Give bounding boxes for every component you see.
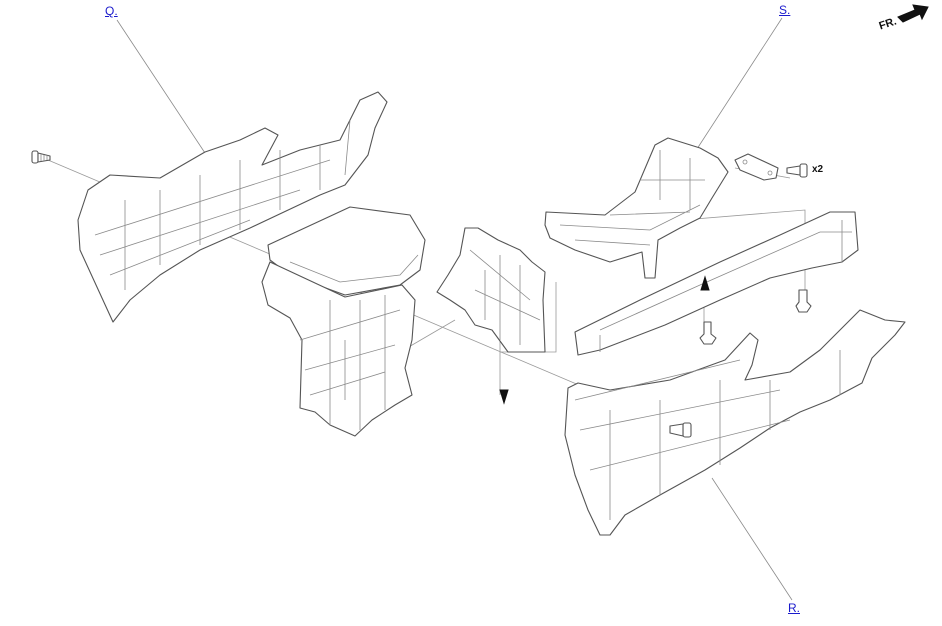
callout-s-link[interactable]: S. — [779, 3, 791, 17]
console-armrest-box — [261, 206, 426, 437]
rear-air-duct — [574, 211, 859, 356]
tray-clip-bracket — [734, 153, 779, 181]
mounting-bracket — [436, 227, 546, 353]
duct-clip-left-icon — [699, 321, 717, 345]
install-direction-up-icon — [700, 275, 710, 291]
screw-left-icon — [31, 150, 51, 164]
fastener-quantity-label: x2 — [812, 164, 824, 175]
side-panel-right — [564, 309, 906, 536]
front-direction-arrow-icon — [897, 4, 929, 23]
leader-lines — [116, 17, 793, 601]
install-direction-down-icon — [499, 389, 509, 405]
screw-pair-icon — [786, 163, 808, 178]
screw-right-icon — [669, 422, 692, 438]
callout-r-link[interactable]: R. — [788, 601, 800, 615]
console-rear-tray — [544, 137, 729, 279]
duct-clip-right-icon — [795, 289, 812, 313]
callout-q-link[interactable]: Q. — [105, 4, 118, 18]
side-panel-left — [77, 91, 388, 323]
